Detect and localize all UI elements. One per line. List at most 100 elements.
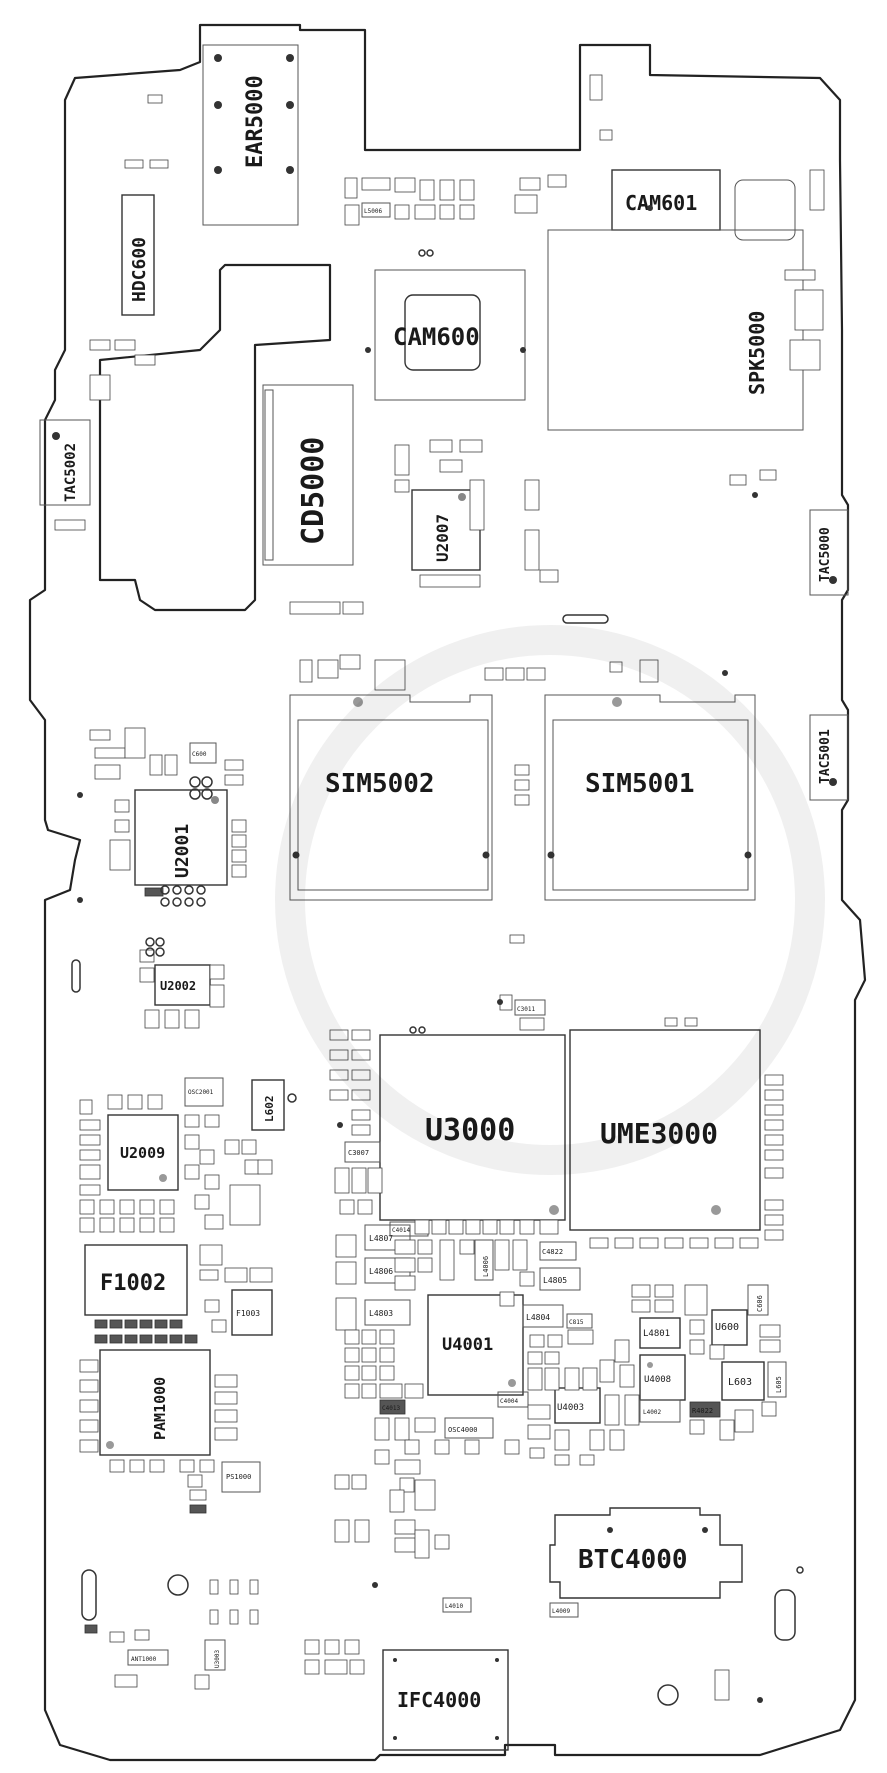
label-U4008: U4008 [644,1375,671,1385]
svg-text:PS1000: PS1000 [226,1473,251,1481]
component-U2002: U2002 [154,964,211,1006]
component-TAC5002: TAC5002 [39,419,91,506]
label-U3000: U3000 [425,1113,515,1148]
label-F1003: F1003 [236,1309,260,1318]
component-TAC5000: TAC5000 [809,509,849,596]
component-C4822: C4822 [539,1241,577,1261]
svg-text:L4804: L4804 [526,1313,550,1322]
label-U2007: U2007 [433,514,452,562]
component-TAC5001: TAC5001 [809,714,849,801]
svg-text:L5006: L5006 [364,208,382,215]
component-CAM600: CAM600 [374,269,526,401]
label-F1002: F1002 [100,1271,166,1296]
svg-text:C4014: C4014 [392,1227,410,1234]
board-outline [28,23,867,1762]
component-U4008: U4008 [639,1354,686,1401]
svg-text:C4822: C4822 [542,1248,563,1256]
svg-text:ANT1000: ANT1000 [131,1656,157,1663]
svg-text:C4004: C4004 [500,1398,518,1405]
svg-text:R4022: R4022 [692,1407,713,1415]
component-F1002: F1002 [84,1244,188,1316]
svg-text:L4010: L4010 [445,1603,463,1610]
label-U600: U600 [715,1322,739,1333]
component-F1003: F1003 [231,1289,273,1336]
label-CAM601: CAM601 [625,191,697,215]
svg-text:L4806: L4806 [369,1267,393,1276]
label-SIM5001: SIM5001 [585,769,695,799]
component-OSC4000: OSC4000 [444,1417,494,1439]
component-C4004: C4004 [497,1391,529,1408]
component-PAM1000: PAM1000 [99,1349,211,1456]
svg-text:C3011: C3011 [517,1006,535,1013]
label-TAC5002: TAC5002 [63,443,79,502]
component-C3011: C3011 [514,999,546,1016]
label-L602: L602 [263,1096,276,1123]
component-HDC600: HDC600 [121,194,155,316]
svg-text:L4807: L4807 [369,1234,393,1243]
component-L4010: L4010 [442,1597,472,1613]
svg-text:L605: L605 [775,1376,783,1393]
component-L5006: L5006 [361,202,391,218]
label-IFC4000: IFC4000 [397,1688,481,1712]
component-U2001: U2001 [134,789,228,886]
svg-text:L4803: L4803 [369,1309,393,1318]
component-UME3000: UME3000 [569,1029,761,1231]
smd-passive-group-u3000 [329,1029,784,1249]
svg-text:L4006: L4006 [482,1256,490,1277]
svg-text:C4013: C4013 [382,1405,400,1412]
svg-text:OSC4000: OSC4000 [448,1426,478,1434]
component-R4022: R4022 [689,1401,721,1418]
component-IFC4000: IFC4000 [382,1649,509,1751]
label-U2001: U2001 [172,824,193,878]
component-OSC2001: OSC2001 [184,1077,224,1107]
component-SIM5001: SIM5001 [544,694,756,901]
label-U2002: U2002 [160,979,196,993]
inner-cutout-left [98,263,332,612]
svg-text:L4805: L4805 [543,1276,567,1285]
label-UME3000: UME3000 [600,1117,718,1150]
svg-text:OSC2001: OSC2001 [188,1089,214,1096]
component-L4807: L4807 [364,1224,411,1251]
component-U4001: U4001 [427,1294,524,1396]
component-L4006: L4006 [474,1239,494,1281]
component-L4801: L4801 [639,1317,681,1349]
smd-passive-group-right-lower [334,1234,781,1513]
component-L602: L602 [251,1079,285,1131]
label-EAR5000: EAR5000 [243,75,268,168]
smd-passive-group-mid [89,727,698,1031]
component-U3003: U3003 [204,1639,226,1671]
component-CD5000: CD5000 [262,384,354,566]
component-U4003: U4003 [554,1387,601,1424]
component-C606: C606 [747,1284,769,1316]
label-SPK5000: SPK5000 [745,311,769,395]
svg-text:C3007: C3007 [348,1149,369,1157]
component-C3007: C3007 [344,1141,381,1163]
component-L605: L605 [767,1361,787,1398]
small-components: L4807 L4806 L4803 L4804 L4805 C4822 C300… [127,202,787,1671]
component-CAM601: CAM601 [611,169,721,231]
label-U2009: U2009 [120,1144,165,1162]
faint-watermark [275,625,825,1175]
bga-dots [145,776,426,1034]
smd-passive-group-bottom [84,1519,730,1701]
component-U2009: U2009 [107,1114,179,1191]
label-U4003: U4003 [557,1403,584,1413]
svg-text:L4009: L4009 [552,1608,570,1615]
component-EAR5000: EAR5000 [202,44,299,226]
mounting-holes [71,205,804,1706]
component-U600: U600 [711,1309,748,1346]
label-HDC600: HDC600 [129,237,150,302]
component-L4002: L4002 [639,1399,681,1423]
smd-passive-group-left-lower [79,1094,273,1514]
component-PS1000: PS1000 [221,1461,261,1493]
component-C815: C815 [566,1313,593,1329]
component-BTC4000: BTC4000 [549,1507,743,1599]
label-L4801: L4801 [643,1329,670,1339]
component-L4805: L4805 [539,1267,581,1291]
component-L4009: L4009 [549,1602,579,1618]
component-C4013: C4013 [379,1399,406,1415]
component-L4803: L4803 [364,1299,411,1326]
label-L603: L603 [728,1377,752,1388]
label-PAM1000: PAM1000 [151,1377,169,1440]
